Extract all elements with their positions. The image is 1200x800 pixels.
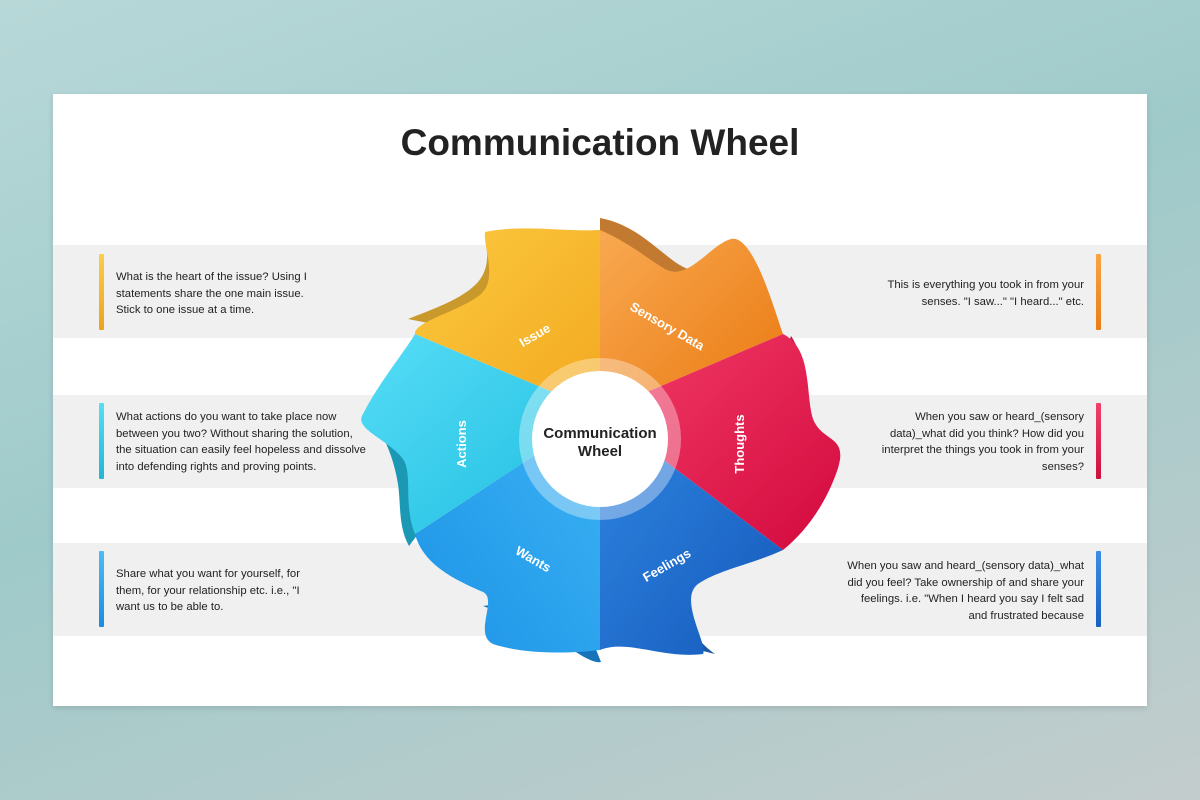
slide-title: Communication Wheel (400, 122, 800, 163)
communication-wheel: Sensory Data Thoughts Feelings Wants Act… (361, 218, 841, 663)
thoughts-desc-line: data)_what did you think? How did you (889, 427, 1084, 440)
actions-desc-line: into defending rights and proving points… (116, 460, 317, 473)
thoughts-desc-line: senses? (1041, 460, 1084, 473)
feelings-desc-line: and frustrated because (968, 609, 1084, 622)
feelings-desc-line: When you saw and heard_(sensory data)_wh… (847, 560, 1084, 572)
feelings-desc-line: did you feel? Take ownership of and shar… (847, 576, 1084, 589)
wants-desc-line: Share what you want for yourself, for (116, 568, 300, 580)
actions-desc-line: between you two? Without sharing the sol… (116, 427, 353, 440)
sensory-desc-line: This is everything you took in from your (887, 279, 1084, 291)
segment-label-thoughts: Thoughts (732, 414, 747, 473)
issue-accent-bar (99, 254, 104, 330)
actions-desc-line: What actions do you want to take place n… (116, 411, 337, 423)
center-label-line1: Communication (543, 425, 656, 442)
sensory-description: This is everything you took in from your… (773, 277, 1084, 310)
sensory-desc-line: senses. "I saw..." "I heard..." etc. (921, 295, 1084, 308)
fold-shadow-actions (369, 414, 418, 546)
center-hub (532, 371, 668, 507)
issue-desc-line: statements share the one main issue. (116, 287, 304, 300)
wants-desc-line: want us to be able to. (116, 601, 224, 613)
thoughts-desc-line: interpret the things you took in from yo… (881, 444, 1084, 456)
actions-accent-bar (99, 403, 104, 479)
thoughts-description: When you saw or heard_(sensory data)_wha… (773, 409, 1084, 475)
segment-thoughts (600, 334, 841, 550)
slide: Communication Wheel What is the heart of… (53, 94, 1147, 706)
segment-actions (361, 334, 600, 534)
thoughts-desc-line: When you saw or heard_(sensory (915, 411, 1084, 423)
wants-accent-bar (99, 551, 104, 627)
segment-label-actions: Actions (454, 420, 469, 468)
segment-sensory-data (600, 230, 783, 412)
feelings-description: When you saw and heard_(sensory data)_wh… (773, 558, 1084, 624)
issue-desc-line: Stick to one issue at a time. (116, 304, 255, 316)
sensory-accent-bar (1096, 254, 1101, 330)
issue-desc-line: What is the heart of the issue? Using I (116, 271, 307, 283)
segment-issue (414, 228, 600, 412)
wants-description: Share what you want for yourself, for th… (116, 566, 426, 616)
actions-desc-line: the situation can easily feel hopeless a… (116, 444, 366, 456)
feelings-accent-bar (1096, 551, 1101, 627)
center-label-line2: Wheel (578, 443, 622, 460)
actions-description: What actions do you want to take place n… (116, 409, 436, 475)
thoughts-accent-bar (1096, 403, 1101, 479)
feelings-desc-line: feelings. i.e. "When I heard you say I f… (860, 593, 1084, 605)
issue-description: What is the heart of the issue? Using I … (116, 269, 426, 319)
wants-desc-line: them, for your relationship etc. i.e., "… (116, 584, 300, 597)
wheel-segments (361, 228, 841, 655)
